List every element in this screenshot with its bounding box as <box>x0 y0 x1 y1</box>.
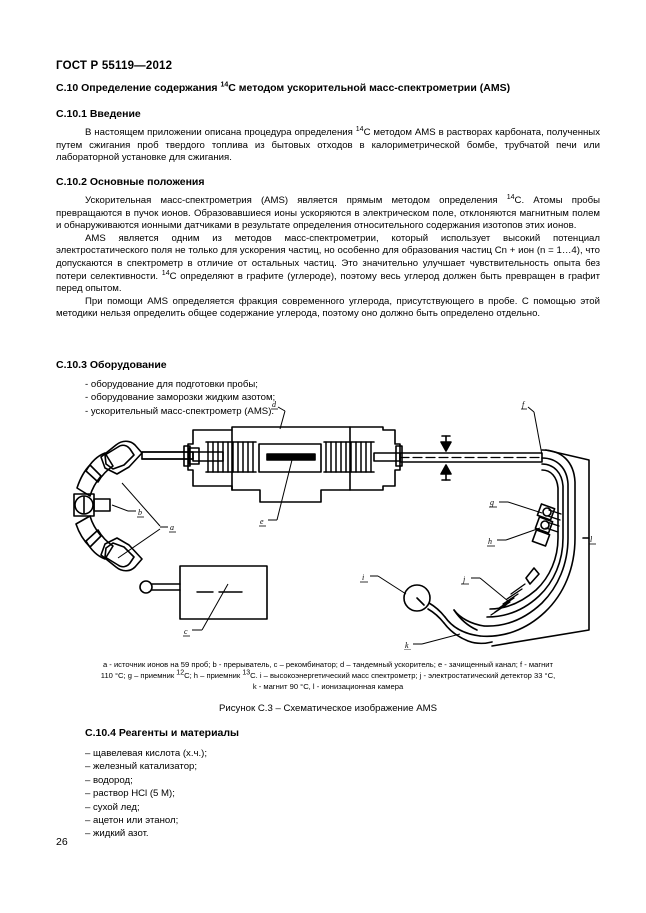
paragraph-c102-1-superscript: 14 <box>506 193 515 201</box>
figure-label-e: e <box>260 517 264 526</box>
list-item: – железный катализатор; <box>85 761 198 773</box>
figure-legend-line3: k - магнит 90 °C, l - ионизационная каме… <box>252 682 404 691</box>
figure-label-d: d <box>272 400 277 409</box>
list-item: – сухой лед; <box>85 801 140 813</box>
paragraph-c101-part1: В настоящем приложении описана процедура… <box>85 127 356 138</box>
paragraph-c102-2-part1: AMS является одним из методов масс-спект… <box>56 232 600 282</box>
figure-label-k: k <box>405 641 409 650</box>
figure-label-j: j <box>462 575 466 584</box>
paragraph-c102-3: При помощи AMS определяется фракция совр… <box>56 295 600 320</box>
equipment-list: - оборудование для подготовки пробы; - о… <box>85 378 600 418</box>
figure-legend-line2-part1: 110 °C; g – приемник <box>100 671 177 680</box>
section-heading-c102: C.10.2 Основные положения <box>56 176 205 188</box>
figure-label-i: i <box>362 573 364 582</box>
paragraph-c101-superscript: 14 <box>355 125 364 133</box>
figure-label-l: l <box>590 535 593 544</box>
figure-label-f: f <box>522 400 526 409</box>
figure-label-g: g <box>490 498 494 507</box>
paragraph-c102-2: AMS является одним из методов масс-спект… <box>56 233 600 296</box>
document-header: ГОСТ Р 55119—2012 <box>56 60 173 72</box>
heading-c10-superscript: 14 <box>220 81 229 89</box>
paragraph-c101: В настоящем приложении описана процедура… <box>56 125 600 165</box>
list-item: - ускорительный масс-спектрометр (AMS). <box>85 405 275 417</box>
list-item: – водород; <box>85 774 133 786</box>
figure-ams-schematic: a b c d e f g h i j k l <box>56 398 600 650</box>
figure-label-a: a <box>170 523 174 532</box>
heading-c10-post: C методом ускорительной масс-спектрометр… <box>228 82 511 94</box>
list-item: – щавелевая кислота (х.ч.); <box>85 748 208 759</box>
list-item: - оборудование заморозки жидким азотом; <box>85 392 276 404</box>
paragraph-c102-1-part1: Ускорительная масс-спектрометрия (AMS) я… <box>85 195 507 206</box>
ams-schematic-drawing: a b c d e f g h i j k l <box>73 400 596 650</box>
section-heading-c104: C.10.4 Реагенты и материалы <box>85 727 240 739</box>
list-item: - оборудование для подготовки пробы; <box>85 379 258 390</box>
figure-legend-sup-12: 12 <box>176 669 185 677</box>
section-heading-c103: C.10.3 Оборудование <box>56 359 167 371</box>
figure-label-h: h <box>488 537 492 546</box>
figure-legend-line2: 110 °C; g – приемник 12C; h – приемник 1… <box>56 669 600 681</box>
figure-label-b: b <box>138 508 142 517</box>
figure-label-c: c <box>184 627 188 636</box>
section-heading-c101: C.10.1 Введение <box>56 108 141 120</box>
figure-legend: a - источник ионов на 59 проб; b - преры… <box>56 659 600 692</box>
paragraph-c102-1-part2: C. Атомы пробы превращаются в пучок ионо… <box>56 195 600 232</box>
page-number: 26 <box>56 836 68 848</box>
paragraph-c102-1: Ускорительная масс-спектрометрия (AMS) я… <box>56 193 600 233</box>
figure-legend-line2-part3: C. i – высокоэнергетический масс спектро… <box>250 671 556 680</box>
figure-legend-line2-part2: C; h – приемник <box>184 671 243 680</box>
heading-c10-pre: C.10 Определение содержания <box>56 82 221 94</box>
list-item: – ацетон или этанол; <box>85 815 179 827</box>
section-heading-c10: C.10 Определение содержания 14C методом … <box>56 81 600 95</box>
list-item: – раствор HCl (5 M); <box>85 788 175 800</box>
paragraph-c102-2-part2: C определяют в графите (углероде), поэто… <box>56 270 600 295</box>
paragraph-c102-2-superscript: 14 <box>161 269 170 277</box>
figure-title: Рисунок С.3 – Схематическое изображение … <box>219 703 437 714</box>
figure-legend-sup-13: 13 <box>242 669 251 677</box>
list-item: – жидкий азот. <box>85 828 149 840</box>
reagents-list: – щавелевая кислота (х.ч.); – железный к… <box>85 747 600 841</box>
paragraph-c101-part2: C методом AMS в растворах карбоната, пол… <box>56 127 600 164</box>
figure-legend-line1: a - источник ионов на 59 проб; b - преры… <box>102 660 554 669</box>
